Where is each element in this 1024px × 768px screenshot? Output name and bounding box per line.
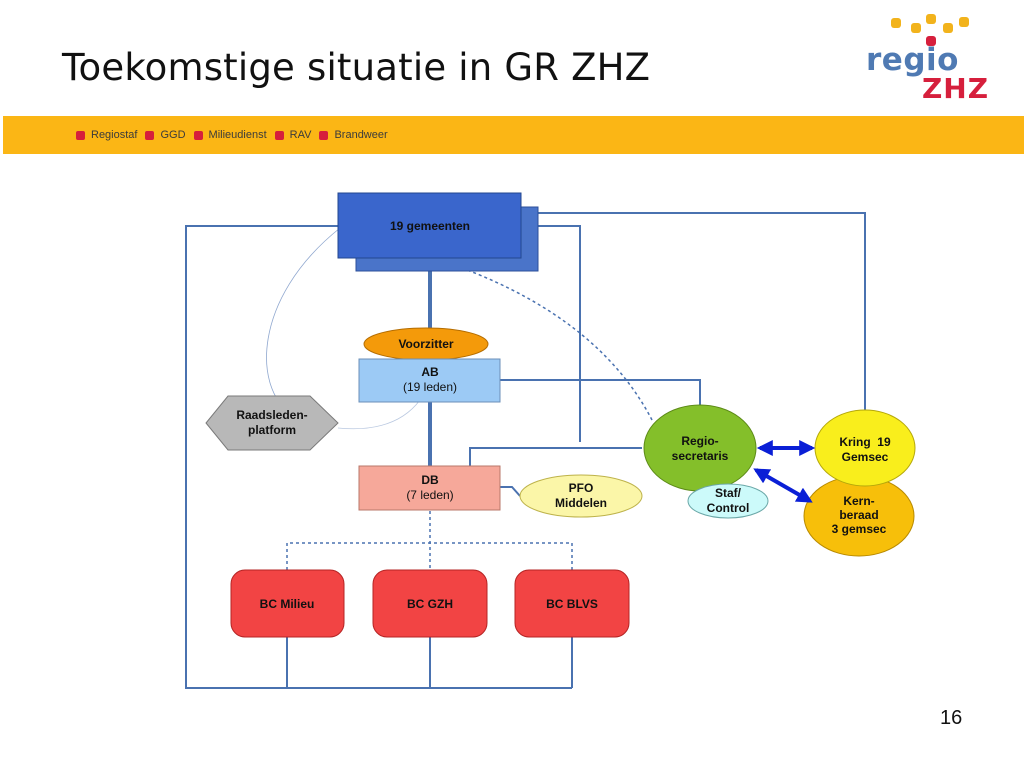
db-box [358,465,501,511]
raadsleden-label-line2: platform [248,423,296,437]
regio-secretaris-node [643,404,757,492]
logo-word-regio: regio [866,42,959,78]
bc-blvs-box [514,569,630,638]
ab-title: AB [421,365,439,379]
nav-item-label: Brandweer [334,129,388,141]
logo-dot [891,18,901,28]
connector-gemeenten-raadsleden [266,227,341,413]
bc-gzh-label: BC GZH [407,597,453,611]
connector-ab-regio [500,379,701,405]
regio-label-line2: secretaris [672,449,729,463]
arrow-regio-kern [753,468,813,503]
logo-dot [926,36,936,46]
kern-label-line3: 3 gemsec [832,522,887,536]
nav-item-ggd[interactable]: GGD [145,129,186,141]
header-band [3,116,1024,154]
kern-label-line1: Kern- [843,494,874,508]
pfo-label-line2: Middelen [555,496,607,510]
kring-label-line1: Kring 19 [839,435,891,449]
logo-word-zhz: ZHZ [922,72,990,105]
bullet-icon [319,130,329,140]
connector-db-pfo [500,486,521,497]
nav-item-label: GGD [160,129,186,141]
staf-label-line2: Control [707,501,750,515]
voorzitter-label: Voorzitter [398,337,453,351]
bullet-icon [274,130,284,140]
bullet-icon [193,130,203,140]
gemeenten-label: 19 gemeenten [390,219,470,233]
nav-item-label: Milieudienst [208,129,267,141]
db-subtitle: (7 leden) [406,488,453,502]
ab-box [358,358,501,403]
regio-label-line1: Regio- [681,434,718,448]
nav-item-milieudienst[interactable]: Milieudienst [193,129,267,141]
organization-nav: Regiostaf GGD Milieudienst RAV Brandweer [76,129,396,141]
kring-label-line2: Gemsec [842,450,889,464]
logo-dot [911,23,921,33]
dashed-gemeenten-regio [461,267,653,421]
connector-outer-left [185,225,572,689]
bullet-icon [145,130,155,140]
bc-milieu-label: BC Milieu [260,597,315,611]
nav-item-rav[interactable]: RAV [274,129,312,141]
regio-zhz-logo: regio ZHZ [866,10,996,110]
dashed-bc-bar [286,542,573,570]
connector-gemeenten-kring [482,212,866,410]
kern-label-line2: beraad [839,508,878,522]
connector-raadsleden-ab [337,399,421,430]
nav-item-regiostaf[interactable]: Regiostaf [76,129,137,141]
page-number: 16 [940,707,963,729]
pfo-node [519,474,643,518]
raadsleden-label-line1: Raadsleden- [236,408,307,422]
nav-item-brandweer[interactable]: Brandweer [319,129,388,141]
ab-subtitle: (19 leden) [403,380,457,394]
dashed-connectors [286,267,653,570]
connector-db-regio [469,447,642,466]
bullet-icon [76,130,85,140]
pfo-label-line1: PFO [569,481,594,495]
slide-title: Toekomstige situatie in GR ZHZ [62,46,651,89]
gemeenten-box [337,192,522,259]
logo-dot [959,17,969,27]
nav-item-label: RAV [289,129,312,141]
logo-dot [943,23,953,33]
logo-dot [926,14,936,24]
bc-gzh-box [372,569,488,638]
bc-milieu-box [230,569,345,638]
db-title: DB [421,473,439,487]
raadsleden-platform-node [205,395,339,451]
staf-label-line1: Staf/ [715,486,742,500]
bc-blvs-label: BC BLVS [546,597,598,611]
nav-item-label: Regiostaf [91,129,138,141]
